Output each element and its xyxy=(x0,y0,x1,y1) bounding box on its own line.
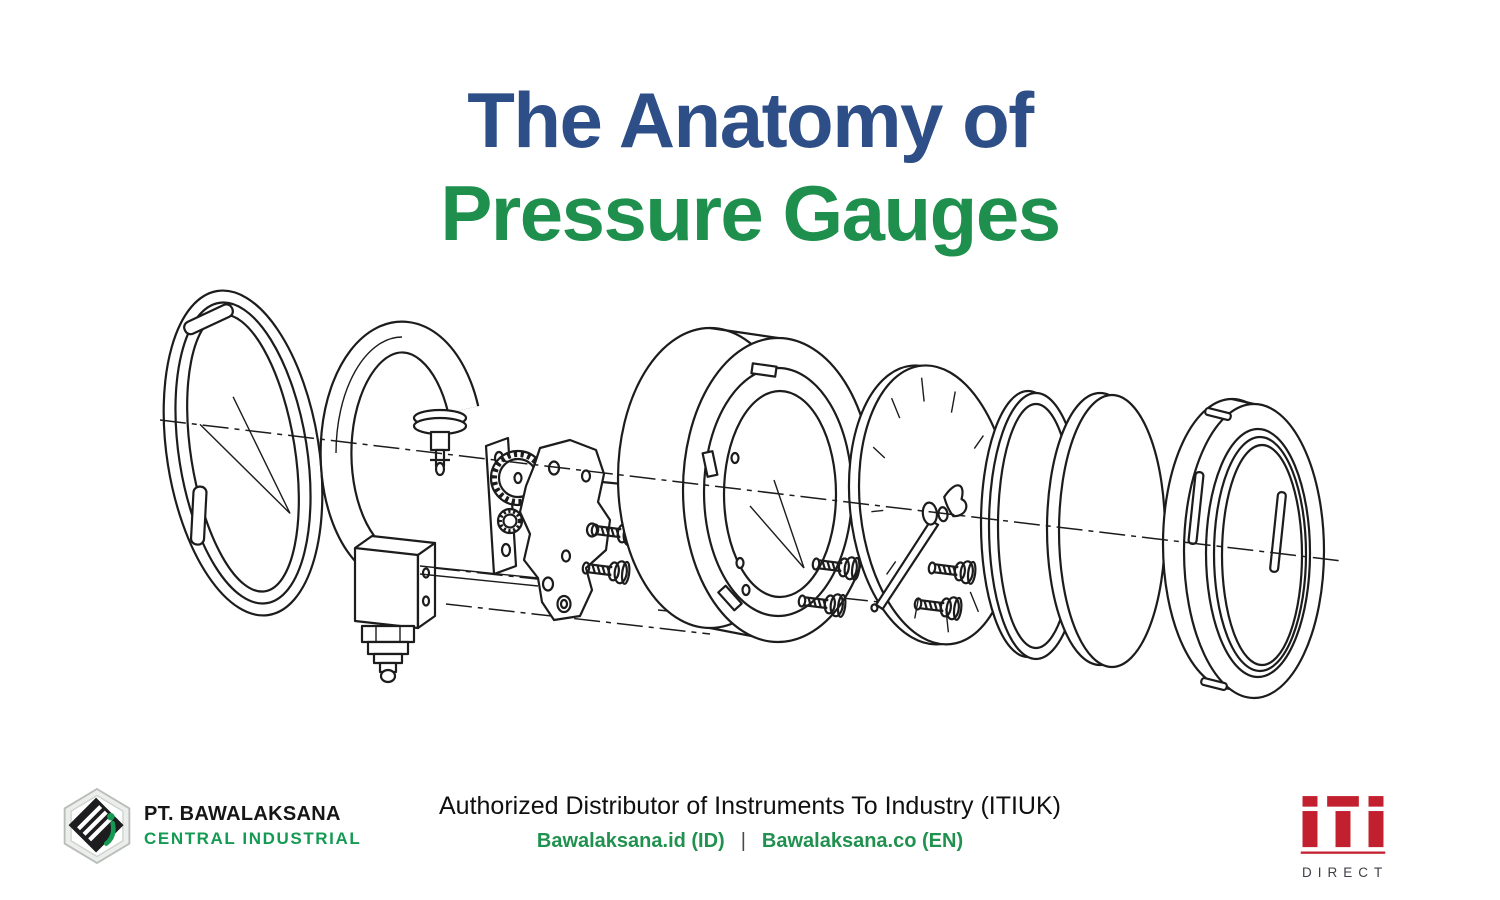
centerline xyxy=(159,419,1343,562)
brand-left-subname: CENTRAL INDUSTRIAL xyxy=(144,829,362,848)
link-bawalaksana-id[interactable]: Bawalaksana.id (ID) xyxy=(536,830,725,852)
footer-center: Authorized Distributor of Instruments To… xyxy=(250,792,1250,853)
page-title: The Anatomy of Pressure Gauges xyxy=(0,74,1500,260)
brand-left-name: PT. BAWALAKSANA xyxy=(144,803,341,825)
bezel-ring xyxy=(1161,397,1326,700)
movement-mechanism xyxy=(419,436,668,622)
bourdon-tube xyxy=(319,320,480,684)
link-separator: | xyxy=(740,830,746,852)
glass-lens xyxy=(1045,391,1167,669)
distributor-tagline: Authorized Distributor of Instruments To… xyxy=(439,792,1061,820)
iti-direct-label: DIRECT xyxy=(1302,865,1389,880)
bawalaksana-hexagon-logo-icon xyxy=(63,787,131,865)
brand-left: PT. BAWALAKSANA CENTRAL INDUSTRIAL xyxy=(60,786,361,866)
pressure-gauge-exploded-diagram xyxy=(159,289,1343,700)
brand-right: DIRECT xyxy=(1298,796,1388,880)
link-bawalaksana-co[interactable]: Bawalaksana.co (EN) xyxy=(761,830,964,852)
gauge-case xyxy=(616,326,875,644)
website-links: Bawalaksana.id (ID) | Bawalaksana.co (EN) xyxy=(250,830,1250,853)
iti-logo-icon xyxy=(1300,796,1386,854)
page-title-line1: The Anatomy of xyxy=(467,76,1034,164)
page-title-line2: Pressure Gauges xyxy=(440,169,1061,257)
rear-ring xyxy=(162,289,324,617)
